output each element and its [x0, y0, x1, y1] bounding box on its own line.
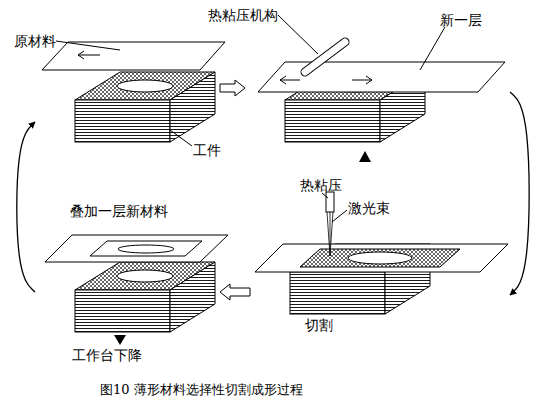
leader-line	[332, 210, 347, 222]
cycle-arrow	[510, 92, 529, 295]
step-arrow	[220, 284, 250, 300]
figure-caption: 图10 薄形材料选择性切割成形过程	[100, 382, 303, 398]
process-stage: 原材料工件	[35, 30, 220, 160]
process-stage: 叠加一层新材料工作台下降	[35, 200, 220, 365]
stage-label: 叠加一层新材料	[70, 203, 168, 219]
process-stage: 热粘压机构新一层	[245, 25, 510, 150]
stage-label: 激光束	[348, 200, 390, 216]
leader-line	[420, 27, 445, 70]
process-stage: 热粘压激光束切割	[250, 180, 510, 335]
roller-arrow	[280, 76, 372, 84]
laminate-sheet	[255, 244, 508, 272]
stage-label: 工件	[193, 142, 221, 158]
stage-label: 新一层	[440, 12, 482, 28]
new-sheet	[45, 235, 228, 262]
stage-label: 热粘压	[300, 177, 342, 193]
leader-line	[170, 130, 192, 146]
cut-area	[300, 249, 460, 267]
workpiece-stack	[75, 262, 215, 332]
leader-line	[322, 193, 328, 198]
sheet-window	[90, 241, 202, 256]
step-arrow	[220, 80, 245, 96]
cycle-arrow	[17, 122, 35, 292]
leader-line	[56, 41, 120, 50]
leader-line	[278, 15, 318, 54]
down-arrow	[114, 335, 126, 345]
stage-label: 原材料	[14, 33, 56, 49]
laser-head	[326, 192, 334, 212]
feed-arrow	[78, 51, 100, 59]
raw-sheet	[42, 42, 225, 70]
stage-label: 切割	[305, 317, 333, 333]
new-layer-sheet	[258, 62, 505, 92]
stage-label: 工作台下降	[72, 347, 142, 363]
up-arrow	[359, 151, 371, 162]
cut-contour	[348, 252, 412, 264]
workpiece-stack	[75, 72, 215, 142]
laser-beam	[327, 212, 333, 256]
cut-contour	[118, 245, 174, 253]
stage-label: 热粘压机构	[208, 7, 278, 23]
